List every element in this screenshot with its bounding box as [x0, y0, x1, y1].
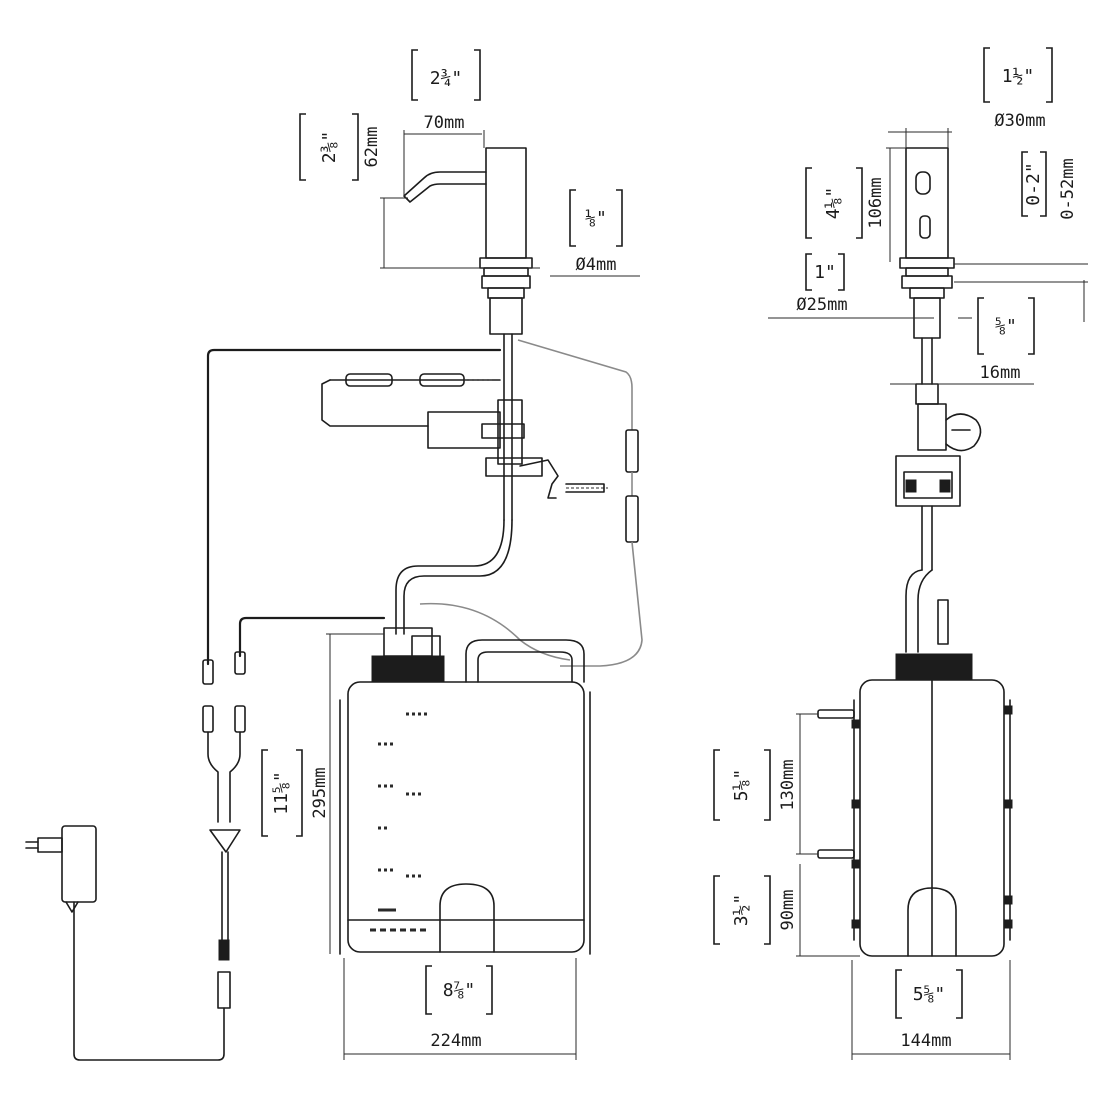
bracket-spacing-mm: 130mm [778, 759, 798, 810]
handle-height-inch: 3½" [731, 894, 752, 927]
shank-dia-mm: Ø4mm [576, 255, 617, 275]
tank-height-mm: 295mm [310, 767, 330, 818]
deck-range-mm: 0-52mm [1058, 158, 1078, 219]
tank-side [817, 653, 1013, 957]
base-dia-inch: 1" [814, 262, 836, 283]
tank-width-inch: 8⅞" [443, 980, 476, 1001]
shank-dia-inch: ⅛" [585, 208, 607, 229]
tank-width-mm: 224mm [430, 1031, 481, 1051]
body-dia-mm: Ø30mm [994, 111, 1045, 131]
side-dimensions [713, 47, 1088, 1060]
body-height-inch: 4⅛" [823, 187, 844, 220]
handle-height-mm: 90mm [778, 890, 798, 931]
thread-inch: ⅝" [995, 316, 1017, 337]
spout-width-inch: 2¾" [430, 68, 463, 89]
tank-depth-inch: 5⅝" [913, 984, 946, 1005]
front-dimensions [261, 49, 640, 1060]
faucet-side [895, 147, 982, 653]
body-height-mm: 106mm [866, 177, 886, 228]
thread-mm: 16mm [980, 363, 1021, 383]
front-view: 2¾" 70mm 2⅜" 62mm ⅛" Ø4mm 11⅝" 295mm 8⅞"… [25, 49, 643, 1061]
power-adapter-icon [25, 825, 97, 913]
bracket-spacing-inch: 5⅛" [731, 769, 752, 802]
tank-height-inch: 11⅝" [271, 771, 292, 814]
deck-range-inch: 0-2" [1023, 162, 1044, 205]
body-dia-inch: 1½" [1002, 66, 1035, 87]
base-dia-mm: Ø25mm [796, 295, 847, 315]
solenoid-valve [321, 373, 608, 499]
tank-front [339, 627, 591, 955]
spout-height-inch: 2⅜" [319, 131, 340, 164]
side-view: 1½" Ø30mm 4⅛" 106mm 0-2" 0-52mm 1" Ø25mm… [713, 47, 1088, 1060]
spout-width-mm: 70mm [424, 113, 465, 133]
tank-depth-mm: 144mm [900, 1031, 951, 1051]
spout-height-mm: 62mm [362, 127, 382, 168]
